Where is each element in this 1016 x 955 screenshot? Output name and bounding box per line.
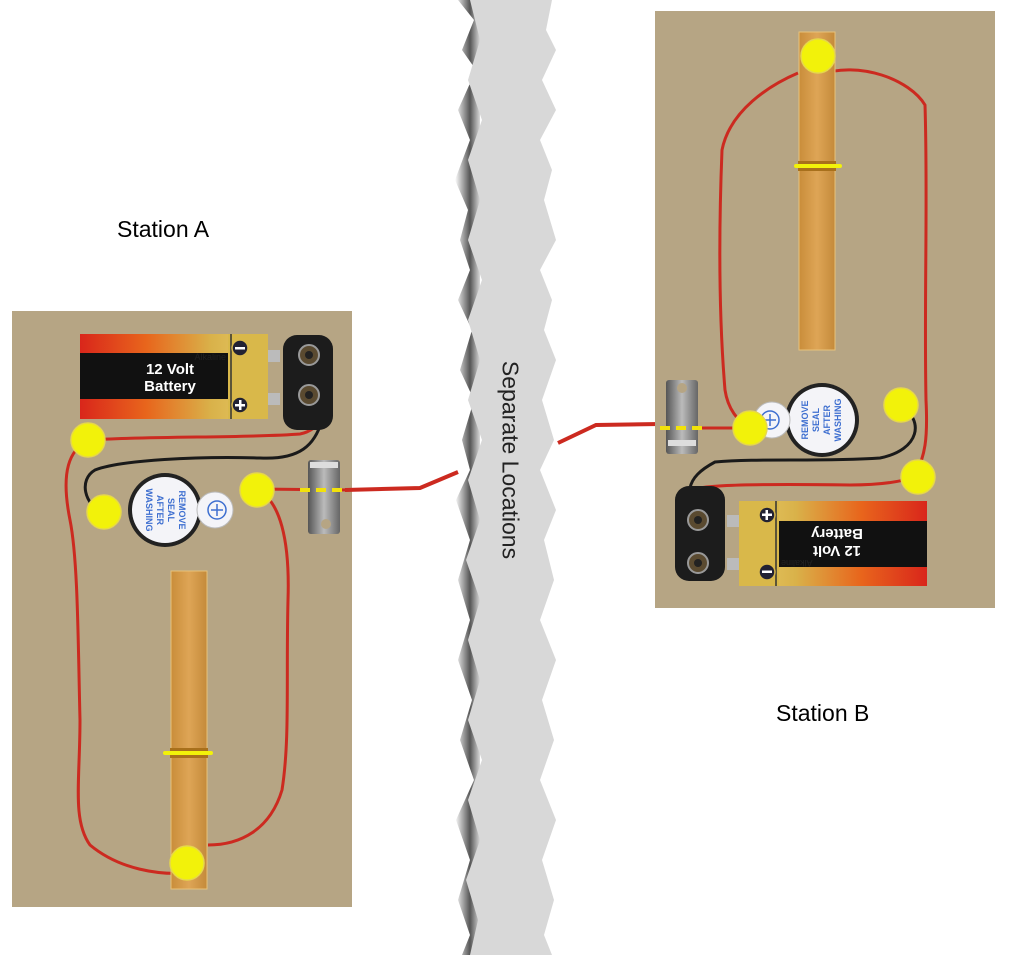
battery-label-line2: Battery <box>810 525 862 542</box>
battery-brand: Alkaline <box>781 558 813 568</box>
terminal-dot[interactable] <box>239 472 275 508</box>
battery-label-line1: 12 Volt <box>813 542 861 559</box>
wire-between-stations <box>344 470 459 492</box>
battery-label-line2: Battery <box>144 378 196 395</box>
separate-locations-label: Separate Locations <box>497 360 524 560</box>
terminal-dot[interactable] <box>800 38 836 74</box>
terminal-dot[interactable] <box>900 459 936 495</box>
terminal-dot[interactable] <box>86 494 122 530</box>
buzzer-text-line: REMOVE <box>177 490 187 529</box>
paper-clip-contact <box>660 380 705 454</box>
buzzer-text-line: AFTER <box>822 405 832 435</box>
wire-red <box>207 488 290 847</box>
wire-red <box>699 475 916 490</box>
torn-divider <box>455 0 556 955</box>
terminal-dot[interactable] <box>70 422 106 458</box>
station-b-label: Station B <box>776 700 870 726</box>
buzzer-text-line: WASHING <box>144 488 154 531</box>
wire-black <box>83 419 324 514</box>
battery-label-line1: 12 Volt <box>146 361 194 378</box>
wire-red <box>64 438 188 875</box>
wire-red <box>718 71 799 430</box>
buzzer-text-line: WASHING <box>833 398 843 441</box>
telegraph-key-stick <box>163 570 213 890</box>
buzzer-text-line: SEAL <box>811 408 821 433</box>
station-a: Alkaline 12 Volt Battery <box>12 311 352 907</box>
battery: Alkaline 12 Volt Battery <box>727 501 927 586</box>
divider-band <box>466 0 556 955</box>
telegraph-key-stick <box>794 31 842 351</box>
wire-red <box>817 68 929 478</box>
paper-clip-contact <box>300 460 345 534</box>
wire-black <box>688 403 917 489</box>
battery-snap-connector <box>283 335 333 430</box>
battery: Alkaline 12 Volt Battery <box>80 334 280 419</box>
terminal-dot[interactable] <box>732 410 768 446</box>
terminal-dot[interactable] <box>169 845 205 881</box>
buzzer-text-line: REMOVE <box>800 400 810 439</box>
wire-between-stations <box>557 422 661 445</box>
buzzer-plus-icon <box>207 500 227 520</box>
station-a-label: Station A <box>117 216 210 242</box>
buzzer-text-line: AFTER <box>155 495 165 525</box>
terminal-dot[interactable] <box>883 387 919 423</box>
battery-snap-connector <box>675 486 725 581</box>
station-b: REMOVE SEAL AFTER WASHING Alkaline 12 Vo… <box>655 11 995 608</box>
buzzer: REMOVE SEAL AFTER WASHING <box>753 383 859 457</box>
buzzer: REMOVE SEAL AFTER WASHING <box>128 473 234 547</box>
battery-brand: Alkaline <box>194 352 226 362</box>
buzzer-text-line: SEAL <box>166 498 176 523</box>
